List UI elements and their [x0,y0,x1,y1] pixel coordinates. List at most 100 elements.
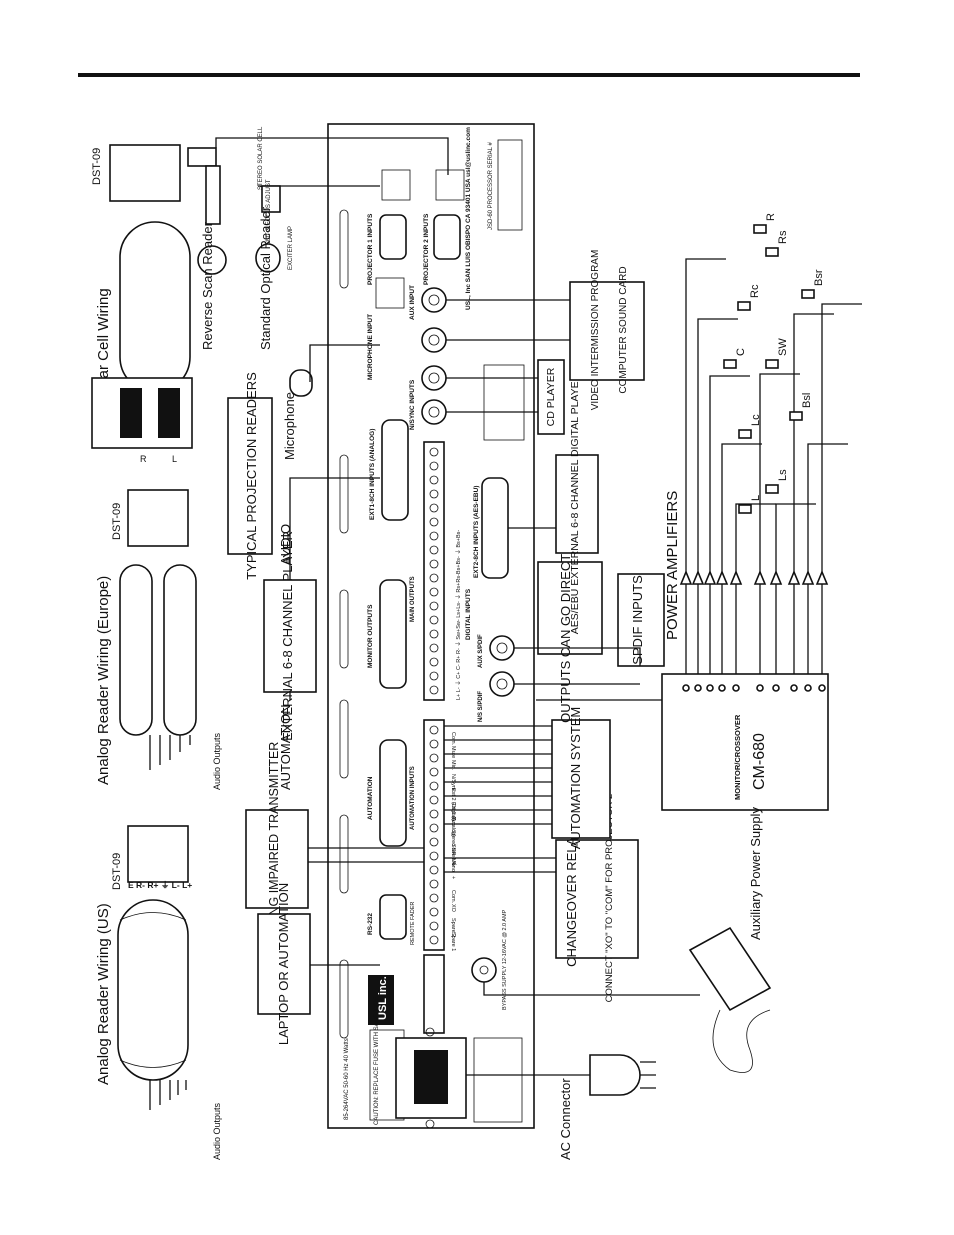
changeover-relay-box [555,839,639,959]
amp-triangle [729,569,743,585]
speaker-icon [765,359,779,369]
video-computer-box [569,281,645,381]
us-wiring-title: Analog Reader Wiring (US) [95,903,112,1085]
amp-triangle [679,569,693,585]
stereo-solar-cell-icon [261,185,281,213]
speaker-icon [723,359,737,369]
automation-input-label: Aux [450,816,456,826]
typical-projection-readers-box [227,397,273,555]
amp-triangle [769,569,783,585]
aux-power-label: Auxiliary Power Supply [748,807,763,940]
bnc-connector [471,957,497,983]
changeover-note: CONNECT "XO" TO "COM" FOR PROJECTOR 2 [604,794,615,1003]
usl-logo [368,975,394,1025]
speaker-icon [737,301,751,311]
svg-text:EXTERNAL 6-8 CHANNEL PLAYER: EXTERNAL 6-8 CHANNEL PLAYER [280,531,295,741]
svg-text:TYPICAL PROJECTION READERS: TYPICAL PROJECTION READERS [244,372,259,580]
us-terminal-block [127,825,189,883]
power-amps-label: POWER AMPLIFIERS [664,491,681,640]
microphone-icon [289,369,313,397]
external-player-group: EXTERNAL 6-8 CHANNEL PLAYER AUDIO AUTOMA… [263,477,380,790]
rca-jacks [421,287,447,425]
svg-text:CHANGEOVER RELAY: CHANGEOVER RELAY [564,829,579,967]
xo-terminal-label: XO [450,904,456,913]
solar-l-label: L [172,454,177,464]
main-terminal-labels: L+ L- ⏚ C+ C- R+ R- ⏚ Sw+Sw- Ls+Ls- ⏚ Rs… [455,530,462,700]
svg-text:STEREO SOLAR CELL: STEREO SOLAR CELL [258,126,264,190]
xo-terminal-label: ⏚ [450,862,457,868]
eu-block-name: DST-09 [111,503,123,540]
aux-input-wires [446,299,570,341]
cd-player-box [537,359,565,435]
svg-text:AUTOMATION SYSTEM: AUTOMATION SYSTEM [568,707,583,850]
speaker-icon [789,411,803,421]
rs232-db9 [379,894,407,940]
amp-triangle [815,569,829,585]
amp-triangle [691,569,705,585]
speaker-icon [801,289,815,299]
speaker-label: Rs [777,230,789,244]
fuse-caution: CAUTION: REPLACE FUSE WITH SAME TYPE [374,996,380,1125]
exciter-lamp-icon [255,243,281,273]
main-outputs-label: MAIN OUTPUTS [410,576,416,622]
audio-label: AUDIO [278,524,293,565]
bypass-terminal-strip [423,954,445,1034]
automation-terminal-strip [423,719,445,951]
ac-connector-label: AC Connector [558,1078,573,1160]
speaker-label: L [750,495,762,501]
speaker-icon [765,247,779,257]
speaker-label: Lc [750,414,762,426]
ns-spdif-label: N/S S/PDIF [478,691,484,722]
ext1-label: EXT1-8CH INPUTS (ANALOG) [369,429,376,520]
speaker-label: Bsr [813,269,825,286]
svg-text:VIDEO INTERMISSION PROGRAM: VIDEO INTERMISSION PROGRAM [590,250,601,411]
amp-triangle [715,569,729,585]
aux-power-cord [483,982,700,996]
speaker-icon [753,224,767,234]
amp-triangle [801,569,815,585]
aes-player-box [555,454,599,554]
laptop-box [257,913,311,1015]
nsync-pin-table [483,364,525,441]
spdif-inputs-box [617,573,665,667]
remote-fader-label: REMOTE FADER [410,902,416,945]
serial-label: JSD-60 PROCESSOR SERIAL # [488,142,494,230]
projector2-label: PROJECTOR 2 INPUTS [423,213,430,285]
speaker-label: Rc [749,284,761,298]
ext2-label: EXT2-8CH INPUTS (AES-EBU) [473,486,480,578]
hearing-impaired-wires [308,847,424,863]
power-amplifiers [679,258,862,692]
changeover-wires [444,857,556,873]
serial-plate [497,139,523,231]
aux-power-supply-icon [688,926,772,1012]
svg-text:CD PLAYER: CD PLAYER [545,367,557,426]
svg-text:EXCITER LAMP: EXCITER LAMP [288,226,294,270]
solar-wiring-title: Solar Cell Wiring [95,288,112,400]
microphone-label: Microphone [282,392,297,460]
amp-triangle [703,569,717,585]
solar-wiring-group: Solar Cell Wiring DST-09 R L [91,144,193,464]
svg-text:USL inc.: USL inc. [377,976,389,1020]
spdif-wires [514,647,641,685]
solar-terminal-block [109,144,181,202]
automation-port-label: AUTOMATION [367,776,374,820]
ac-plug-icon [589,1054,641,1096]
xo-terminal-label: + [450,876,456,879]
eu-wiring-title: Analog Reader Wiring (Europe) [95,576,112,785]
automation-input-label: Mono [450,858,456,872]
power-rating: 85-264VAC 50-60 Hz 40 Watts [344,1038,350,1120]
automation-input-label: N/Sync [450,774,456,792]
usl-address: USL, Inc SAN LUIS OBISPO CA 93401 USA us… [465,127,472,310]
eu-audio-outputs: Audio Outputs [212,732,222,790]
jsd60-rear-panel: JSD-60 PROCESSOR SERIAL # PROJECTOR 1 IN… [327,123,535,1129]
automation-system-wires [444,725,552,825]
svg-text:SPDIF INPUTS: SPDIF INPUTS [630,575,645,665]
speaker-label: SW [777,338,789,356]
automation-arrow-label: AUTOMATION [278,705,293,790]
speaker-label: Bsl [801,393,813,408]
eu-wiring-group: Analog Reader Wiring (Europe) DST-09 Aud… [95,489,222,790]
us-audio-outputs: Audio Outputs [212,1102,222,1160]
solar-r-label: R [140,454,147,464]
